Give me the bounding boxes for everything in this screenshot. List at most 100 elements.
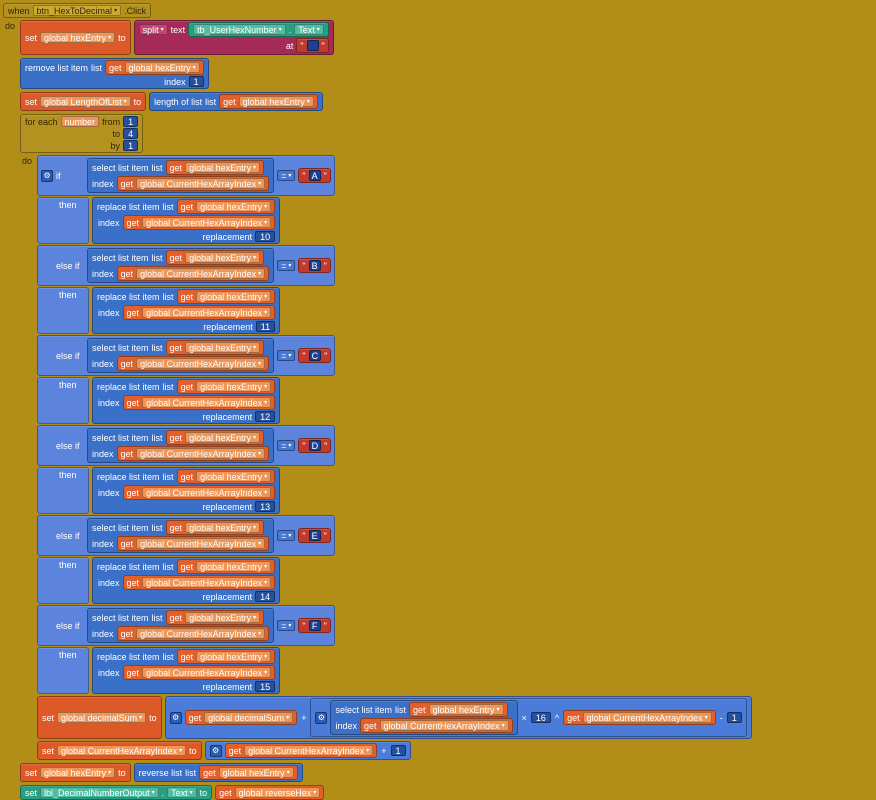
property-dropdown[interactable]: Text ▾	[167, 787, 197, 798]
text-input[interactable]: F	[308, 620, 321, 631]
mutator-gear-icon[interactable]	[41, 260, 53, 272]
when-event-block[interactable]: when btn_HexToDecimal ▾ .Click	[3, 3, 152, 18]
set-variable-block[interactable]: set global decimalSum ▾ to	[37, 696, 162, 739]
variable-dropdown[interactable]: global CurrentHexArrayIndex▾	[136, 178, 266, 189]
equals-operator-dropdown[interactable]: = ▾	[277, 440, 296, 451]
mutator-gear-icon[interactable]	[41, 530, 53, 542]
variable-dropdown[interactable]: global CurrentHexArrayIndex▾	[136, 358, 266, 369]
variable-dropdown[interactable]: global hexEntry▾	[196, 381, 272, 392]
number-block[interactable]: 13	[255, 501, 276, 512]
number-block[interactable]: 16	[530, 712, 551, 723]
variable-dropdown[interactable]: global CurrentHexArrayIndex▾	[244, 745, 374, 756]
text-input[interactable]: C	[308, 350, 322, 361]
variable-dropdown[interactable]: global CurrentHexArrayIndex▾	[142, 397, 272, 408]
variable-dropdown[interactable]: global hexEntry▾	[196, 561, 272, 572]
variable-dropdown[interactable]: global CurrentHexArrayIndex▾	[582, 712, 712, 723]
mutator-gear-icon[interactable]	[41, 440, 53, 452]
number-block[interactable]: 1	[726, 712, 742, 723]
variable-dropdown[interactable]: global LengthOfList ▾	[40, 96, 131, 107]
number-block[interactable]: 12	[255, 411, 276, 422]
equals-operator-dropdown[interactable]: = ▾	[277, 170, 296, 181]
set-variable-block[interactable]: set global hexEntry ▾ to	[20, 763, 131, 782]
text-string-block[interactable]: " E "	[298, 528, 331, 543]
number-block[interactable]: 1	[123, 140, 139, 151]
text-string-block[interactable]: " B "	[298, 258, 331, 273]
equals-operator-dropdown[interactable]: = ▾	[277, 530, 296, 541]
text-input[interactable]: B	[308, 260, 321, 271]
mutator-gear-icon[interactable]: ⚙	[41, 169, 54, 182]
variable-dropdown[interactable]: global CurrentHexArrayIndex▾	[142, 487, 272, 498]
variable-dropdown[interactable]: global hexEntry▾	[185, 522, 261, 533]
number-block[interactable]: 10	[255, 231, 276, 242]
number-block[interactable]: 4	[123, 128, 139, 139]
variable-dropdown[interactable]: global hexEntry▾	[185, 612, 261, 623]
text-string-block[interactable]: " D "	[298, 438, 332, 453]
number-block[interactable]: 11	[255, 321, 276, 332]
variable-dropdown[interactable]: global CurrentHexArrayIndex▾	[136, 538, 266, 549]
equals-operator-dropdown[interactable]: = ▾	[277, 350, 296, 361]
variable-dropdown[interactable]: global decimalSum ▾	[57, 712, 147, 723]
equals-operator-dropdown[interactable]: = ▾	[277, 260, 296, 271]
variable-dropdown[interactable]: global CurrentHexArrayIndex▾	[136, 268, 266, 279]
property-dropdown[interactable]: Text ▾	[294, 24, 324, 35]
variable-dropdown[interactable]: global CurrentHexArrayIndex▾	[142, 217, 272, 228]
variable-dropdown[interactable]: global CurrentHexArrayIndex▾	[142, 667, 272, 678]
set-variable-block[interactable]: set global CurrentHexArrayIndex ▾ to	[37, 741, 202, 760]
text-input[interactable]: D	[308, 440, 322, 451]
text-string-block[interactable]: " F "	[298, 618, 331, 633]
loop-variable-field[interactable]: number	[60, 116, 100, 127]
variable-dropdown[interactable]: global hexEntry▾	[196, 291, 272, 302]
mutator-gear-icon[interactable]	[41, 350, 53, 362]
text-input[interactable]: A	[308, 170, 321, 181]
mutator-gear-icon[interactable]	[41, 620, 53, 632]
mutator-gear-icon[interactable]: ⚙	[209, 744, 222, 757]
variable-dropdown[interactable]: global CurrentHexArrayIndex▾	[136, 448, 266, 459]
equals-operator-dropdown[interactable]: = ▾	[277, 620, 296, 631]
mutator-gear-icon[interactable]: ⚙	[169, 711, 182, 724]
variable-dropdown[interactable]: global hexEntry▾	[238, 96, 314, 107]
variable-dropdown[interactable]: global CurrentHexArrayIndex▾	[142, 307, 272, 318]
variable-dropdown[interactable]: global hexEntry▾	[185, 162, 261, 173]
component-dropdown[interactable]: tb_UserHexNumber ▾	[193, 24, 286, 35]
variable-dropdown[interactable]: global reverseHex▾	[234, 787, 321, 798]
number-block[interactable]: 15	[255, 681, 276, 692]
variable-dropdown[interactable]: global hexEntry▾	[428, 704, 504, 715]
